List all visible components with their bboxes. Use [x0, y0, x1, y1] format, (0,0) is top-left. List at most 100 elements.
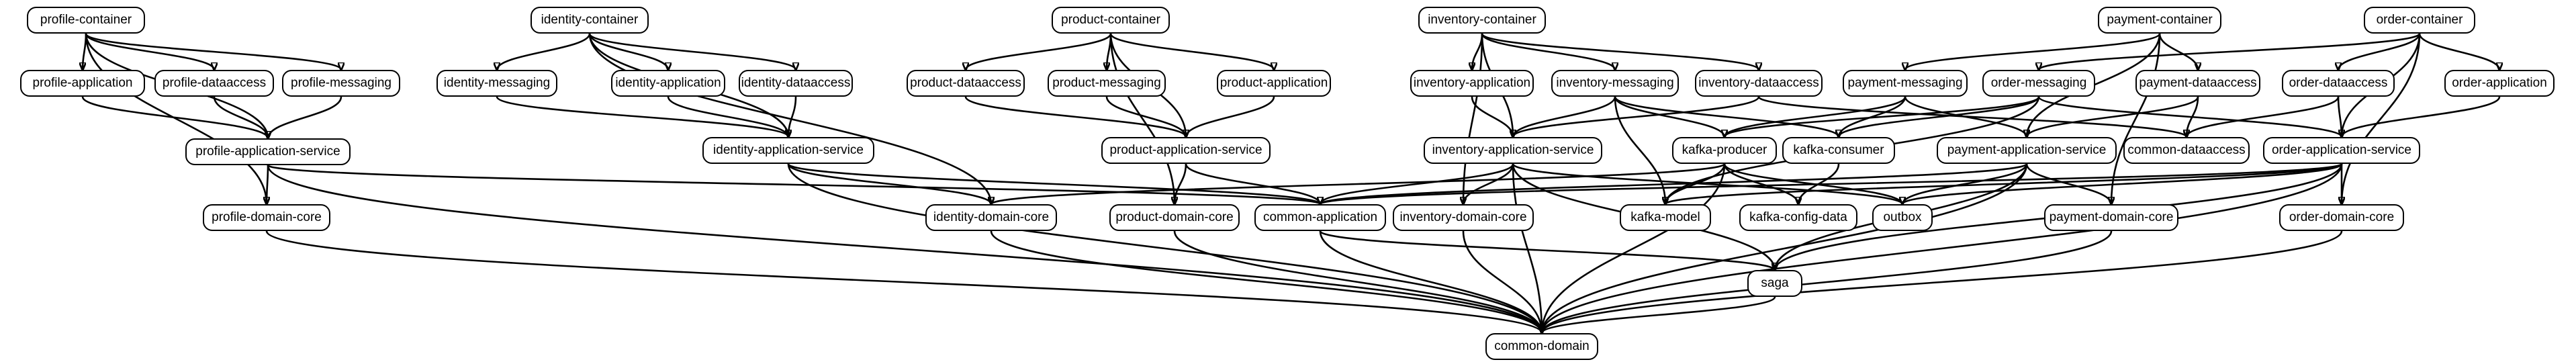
node-profile-application[interactable]: profile-application	[20, 70, 145, 97]
edge-identity-domain-core-to-common-domain	[990, 230, 1542, 333]
node-inventory-container[interactable]: inventory-container	[1418, 7, 1546, 34]
edge-product-dataaccess-to-product-application-service	[964, 96, 1186, 137]
edge-inventory-application-service-to-inventory-domain-core	[1463, 163, 1514, 204]
edge-payment-application-service-to-common-application	[1320, 163, 2028, 206]
edge-inventory-container-to-inventory-dataaccess	[1481, 32, 1759, 71]
node-identity-container[interactable]: identity-container	[531, 7, 649, 34]
edge-payment-messaging-to-kafka-producer	[1724, 96, 1906, 137]
edge-product-container-to-product-domain-core	[1109, 33, 1175, 204]
edge-profile-domain-core-to-common-domain	[265, 230, 1542, 333]
edge-inventory-dataaccess-to-inventory-application-service	[1513, 96, 1760, 137]
edge-order-container-to-order-application	[2418, 33, 2499, 70]
edge-inventory-application-service-to-common-domain	[1512, 163, 1542, 333]
node-payment-container[interactable]: payment-container	[2098, 7, 2221, 34]
edge-payment-application-service-to-outbox	[1902, 163, 2028, 204]
edge-inventory-application-service-to-outbox	[1512, 163, 1902, 206]
edge-order-application-service-to-outbox	[1902, 163, 2343, 206]
edge-profile-application-service-to-profile-domain-core	[267, 165, 268, 204]
node-profile-container[interactable]: profile-container	[27, 7, 145, 34]
node-order-messaging[interactable]: order-messaging	[1982, 70, 2095, 97]
node-kafka-config-data[interactable]: kafka-config-data	[1739, 204, 1857, 231]
node-outbox[interactable]: outbox	[1872, 204, 1933, 231]
edge-inventory-application-service-to-common-application	[1320, 163, 1514, 204]
node-profile-dataaccess[interactable]: profile-dataaccess	[154, 70, 274, 97]
node-profile-application-service[interactable]: profile-application-service	[185, 138, 351, 165]
node-order-application-service[interactable]: order-application-service	[2263, 137, 2420, 164]
node-identity-messaging[interactable]: identity-messaging	[436, 70, 557, 97]
edge-order-container-to-order-domain-core	[2342, 33, 2421, 204]
edge-inventory-container-to-inventory-messaging	[1481, 33, 1615, 70]
edge-identity-container-to-identity-application	[588, 33, 668, 70]
edge-common-application-to-common-domain	[1319, 230, 1542, 333]
edge-identity-application-service-to-common-application	[787, 163, 1320, 206]
edge-order-dataaccess-to-common-dataaccess	[2187, 96, 2340, 137]
edge-identity-dataaccess-to-identity-application-service	[788, 96, 797, 137]
edge-inventory-messaging-to-inventory-application-service	[1513, 96, 1616, 137]
node-profile-domain-core[interactable]: profile-domain-core	[203, 204, 330, 231]
node-inventory-application-service[interactable]: inventory-application-service	[1424, 137, 1602, 164]
edge-product-container-to-product-application	[1109, 33, 1274, 70]
edge-order-application-service-to-common-domain	[1542, 163, 2343, 333]
node-payment-application-service[interactable]: payment-application-service	[1937, 137, 2117, 164]
node-product-application-service[interactable]: product-application-service	[1101, 137, 1271, 164]
node-product-container[interactable]: product-container	[1052, 7, 1170, 34]
edge-inventory-messaging-to-kafka-consumer	[1614, 96, 1839, 137]
edge-profile-container-to-profile-messaging	[85, 33, 341, 70]
edge-kafka-producer-to-common-domain	[1542, 163, 1726, 333]
edge-order-messaging-to-kafka-consumer	[1839, 96, 2040, 137]
node-saga[interactable]: saga	[1747, 270, 1802, 297]
edge-saga-to-common-domain	[1542, 296, 1776, 333]
edge-inventory-messaging-to-kafka-producer	[1614, 96, 1724, 137]
edge-profile-container-to-profile-domain-core	[85, 33, 267, 204]
edge-order-messaging-to-kafka-producer	[1724, 96, 2040, 137]
edge-identity-container-to-identity-messaging	[497, 33, 591, 70]
edge-payment-application-service-to-payment-domain-core	[2025, 163, 2111, 204]
edge-payment-messaging-to-payment-application-service	[1904, 96, 2027, 137]
edge-profile-application-to-profile-application-service	[81, 96, 268, 138]
edge-profile-messaging-to-profile-application-service	[268, 96, 342, 138]
edge-payment-container-to-payment-dataaccess	[2158, 33, 2198, 70]
node-payment-domain-core[interactable]: payment-domain-core	[2044, 204, 2178, 231]
node-kafka-consumer[interactable]: kafka-consumer	[1782, 137, 1895, 164]
edge-identity-container-to-identity-dataaccess	[588, 33, 796, 70]
node-common-application[interactable]: common-application	[1254, 204, 1386, 231]
edge-payment-container-to-payment-messaging	[1905, 33, 2161, 70]
node-identity-application-service[interactable]: identity-application-service	[702, 137, 874, 164]
edge-profile-application-service-to-common-domain	[267, 165, 1542, 333]
node-common-dataaccess[interactable]: common-dataaccess	[2123, 137, 2250, 164]
node-identity-application[interactable]: identity-application	[611, 70, 725, 97]
node-kafka-producer[interactable]: kafka-producer	[1672, 137, 1777, 164]
node-product-domain-core[interactable]: product-domain-core	[1109, 204, 1240, 231]
edge-payment-dataaccess-to-payment-application-service	[2027, 96, 2199, 137]
node-order-dataaccess[interactable]: order-dataaccess	[2282, 70, 2395, 97]
node-product-application[interactable]: product-application	[1217, 70, 1331, 97]
node-inventory-domain-core[interactable]: inventory-domain-core	[1393, 204, 1534, 231]
node-common-domain[interactable]: common-domain	[1485, 333, 1598, 360]
node-identity-dataaccess[interactable]: identity-dataaccess	[739, 70, 853, 97]
edge-profile-container-to-profile-dataaccess	[85, 33, 214, 70]
edge-order-application-service-to-common-application	[1320, 163, 2343, 204]
node-inventory-dataaccess[interactable]: inventory-dataaccess	[1695, 70, 1823, 97]
edge-product-application-service-to-common-application	[1185, 163, 1320, 204]
node-payment-dataaccess[interactable]: payment-dataaccess	[2135, 70, 2260, 97]
edge-order-application-to-order-application-service	[2342, 96, 2501, 137]
node-order-application[interactable]: order-application	[2444, 70, 2555, 97]
node-product-dataaccess[interactable]: product-dataaccess	[907, 70, 1025, 97]
node-kafka-model[interactable]: kafka-model	[1620, 204, 1711, 231]
edge-product-application-service-to-product-domain-core	[1175, 163, 1187, 204]
edge-common-application-to-saga	[1319, 230, 1775, 271]
edge-product-container-to-product-dataaccess	[966, 33, 1112, 70]
node-payment-messaging[interactable]: payment-messaging	[1843, 70, 1968, 97]
node-product-messaging[interactable]: product-messaging	[1048, 70, 1166, 97]
node-inventory-messaging[interactable]: inventory-messaging	[1551, 70, 1679, 97]
edge-order-domain-core-to-common-domain	[1542, 230, 2343, 333]
edge-inventory-dataaccess-to-common-dataaccess	[1757, 95, 2187, 138]
node-inventory-application[interactable]: inventory-application	[1410, 70, 1534, 97]
node-profile-messaging[interactable]: profile-messaging	[282, 70, 400, 97]
node-order-container[interactable]: order-container	[2364, 7, 2475, 34]
node-identity-domain-core[interactable]: identity-domain-core	[925, 204, 1057, 231]
edge-kafka-producer-to-kafka-config-data	[1723, 163, 1798, 204]
node-order-domain-core[interactable]: order-domain-core	[2279, 204, 2404, 231]
